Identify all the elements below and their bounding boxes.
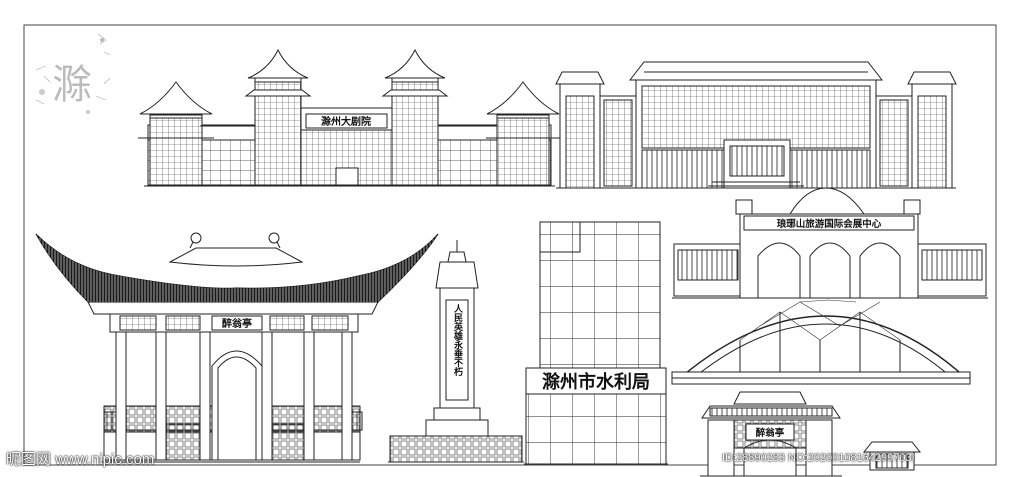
small-hall-building [862,441,922,471]
logo-character: 滁 [52,62,92,108]
expo-center-sign: 琅琊山旅游国际会展中心 [777,218,882,230]
water-bureau-tower: 滁州市水利局 [524,221,668,465]
grand-theatre-sign: 滁州大剧院 [321,115,371,128]
watermark-id: ID:28890283 NO:20200108164299703I [722,452,915,464]
expo-center-building: 琅琊山旅游国际会展中心 [672,187,988,299]
memorial-gate-sign: 醉翁亭 [756,427,785,439]
watermark-site: 昵图网 www.nipic.com [6,451,155,468]
grand-theatre-building: 滁州大剧院 [138,48,560,187]
calligraphy-logo: 滁 [35,33,111,114]
frame-border [23,24,997,466]
pavilion-sign: 醉翁亭 [222,317,252,330]
arch-bridge [671,299,971,385]
water-bureau-sign: 滁州市水利局 [542,371,650,393]
memorial-gate: 醉翁亭 [700,391,842,477]
government-complex-building [555,61,957,189]
monument-inscription: 人民英雄永垂不朽 [452,303,464,377]
heroes-monument: 人民英雄永垂不朽 [388,240,524,463]
zuiweng-pavilion: 醉翁亭 [35,232,439,463]
